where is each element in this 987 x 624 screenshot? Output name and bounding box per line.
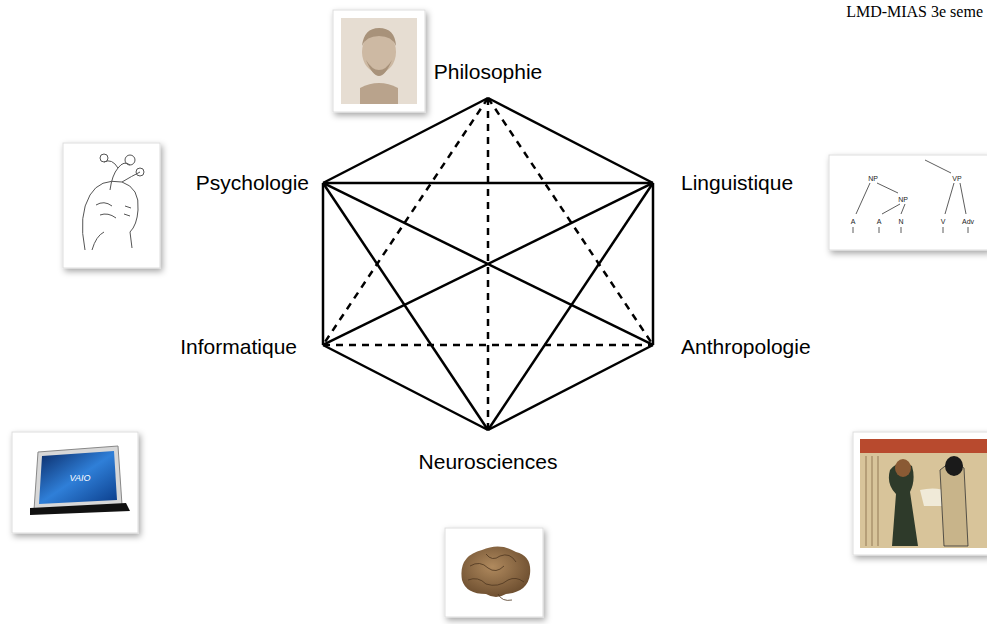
discipline-name: Philosophie (434, 60, 543, 84)
discipline-node: Anthropologie (653, 331, 811, 359)
discipline-node: Psychologie (196, 171, 323, 195)
discipline-node: Philosophie (434, 60, 543, 98)
visible-edge (652, 183, 655, 345)
tree-leaf-label: A (851, 218, 856, 225)
tree-leaf-label: A (877, 218, 882, 225)
hidden-edge (487, 98, 490, 430)
visible-edge (488, 98, 653, 183)
visible-edge (322, 183, 325, 345)
brain-picture (445, 528, 543, 617)
discipline-name: Linguistique (681, 171, 793, 195)
discipline-node: Informatique (180, 331, 323, 359)
tree-node-label: NP (868, 175, 878, 182)
visible-edge (323, 98, 488, 183)
bust-picture (333, 10, 425, 112)
hidden-edge (323, 344, 653, 347)
visible-edge (323, 345, 488, 430)
discipline-node: Neurosciences (419, 430, 558, 474)
discipline-node: Linguistique (653, 171, 793, 195)
egyptian-painting-picture (853, 432, 987, 555)
discipline-name: Anthropologie (681, 335, 811, 359)
discipline-name: Psychologie (196, 171, 309, 195)
laptop-logo: VAIO (69, 474, 90, 483)
visible-edge (488, 345, 653, 430)
tree-leaf-label: Adv (962, 218, 974, 225)
discipline-name: Neurosciences (419, 450, 558, 474)
page-header: LMD-MIAS 3e seme (846, 4, 983, 20)
tree-leaf-label: N (898, 218, 903, 225)
head-sketch-picture (63, 143, 160, 268)
tree-leaf-label: V (941, 218, 946, 225)
laptop-picture (12, 432, 138, 533)
syntax-tree-picture (829, 155, 987, 250)
tree-node-label: VP (952, 175, 961, 182)
hidden-edge (323, 98, 488, 345)
discipline-name: Informatique (180, 335, 297, 359)
tree-node-label: NP (898, 196, 908, 203)
hidden-edge (488, 98, 653, 345)
